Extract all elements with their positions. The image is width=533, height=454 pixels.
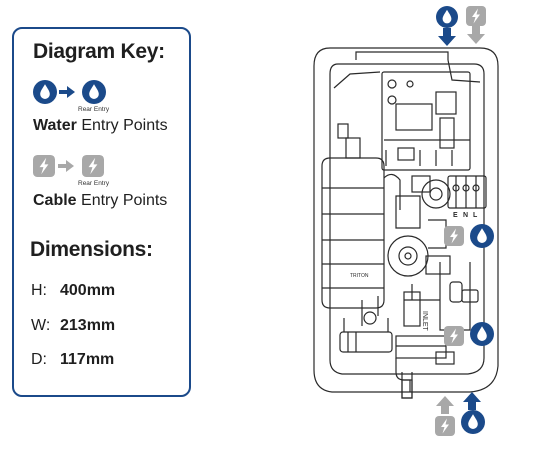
cable-label-rest: Entry Points [81, 192, 168, 209]
dimension-height-letter: H: [31, 282, 47, 299]
water-rear-entry-icon [82, 80, 106, 104]
water-label-bold: Water [33, 117, 77, 134]
bottom-cable-entry-marker [435, 396, 455, 436]
unit-outline [313, 47, 499, 399]
cable-rear-entry-icon [82, 155, 104, 177]
water-rear-entry-label: Rear Entry [78, 106, 110, 113]
rear-water-entry-lower-icon [470, 322, 494, 346]
cable-rear-entry-label: Rear Entry [78, 180, 110, 187]
water-entry-icon [33, 80, 57, 104]
top-water-entry-marker [436, 6, 458, 46]
water-label-rest: Entry Points [81, 117, 168, 134]
arrow-right-grey-icon [58, 160, 74, 172]
dimension-height-value: 400mm [60, 282, 116, 299]
cable-label-bold: Cable [33, 192, 77, 209]
cable-entry-icon [33, 155, 55, 177]
terminal-e-label: E [453, 212, 458, 219]
top-cable-entry-marker [466, 6, 486, 44]
dimension-depth-letter: D: [31, 351, 47, 368]
dimension-width-letter: W: [31, 317, 51, 334]
terminal-n-label: N [463, 212, 468, 219]
shower-unit-diagram: TRITON INLET E N L [313, 6, 499, 436]
dimension-width-value: 213mm [60, 317, 116, 334]
rear-cable-entry-upper-icon [444, 226, 464, 246]
rear-water-entry-upper-icon [470, 224, 494, 248]
diagram-key-panel [12, 27, 191, 397]
cable-entry-points-label: Cable Entry Points [33, 192, 167, 210]
unit-inlet-text: INLET [421, 311, 428, 332]
diagram-key-title: Diagram Key: [33, 40, 165, 63]
dimension-depth-value: 117mm [60, 351, 115, 368]
terminal-l-label: L [473, 212, 478, 219]
bottom-water-entry-marker [461, 392, 485, 434]
unit-brand-text: TRITON [350, 273, 369, 279]
water-entry-points-label: Water Entry Points [33, 117, 168, 135]
dimensions-title: Dimensions: [30, 238, 153, 261]
arrow-right-icon [59, 86, 75, 98]
rear-cable-entry-lower-icon [444, 326, 464, 346]
